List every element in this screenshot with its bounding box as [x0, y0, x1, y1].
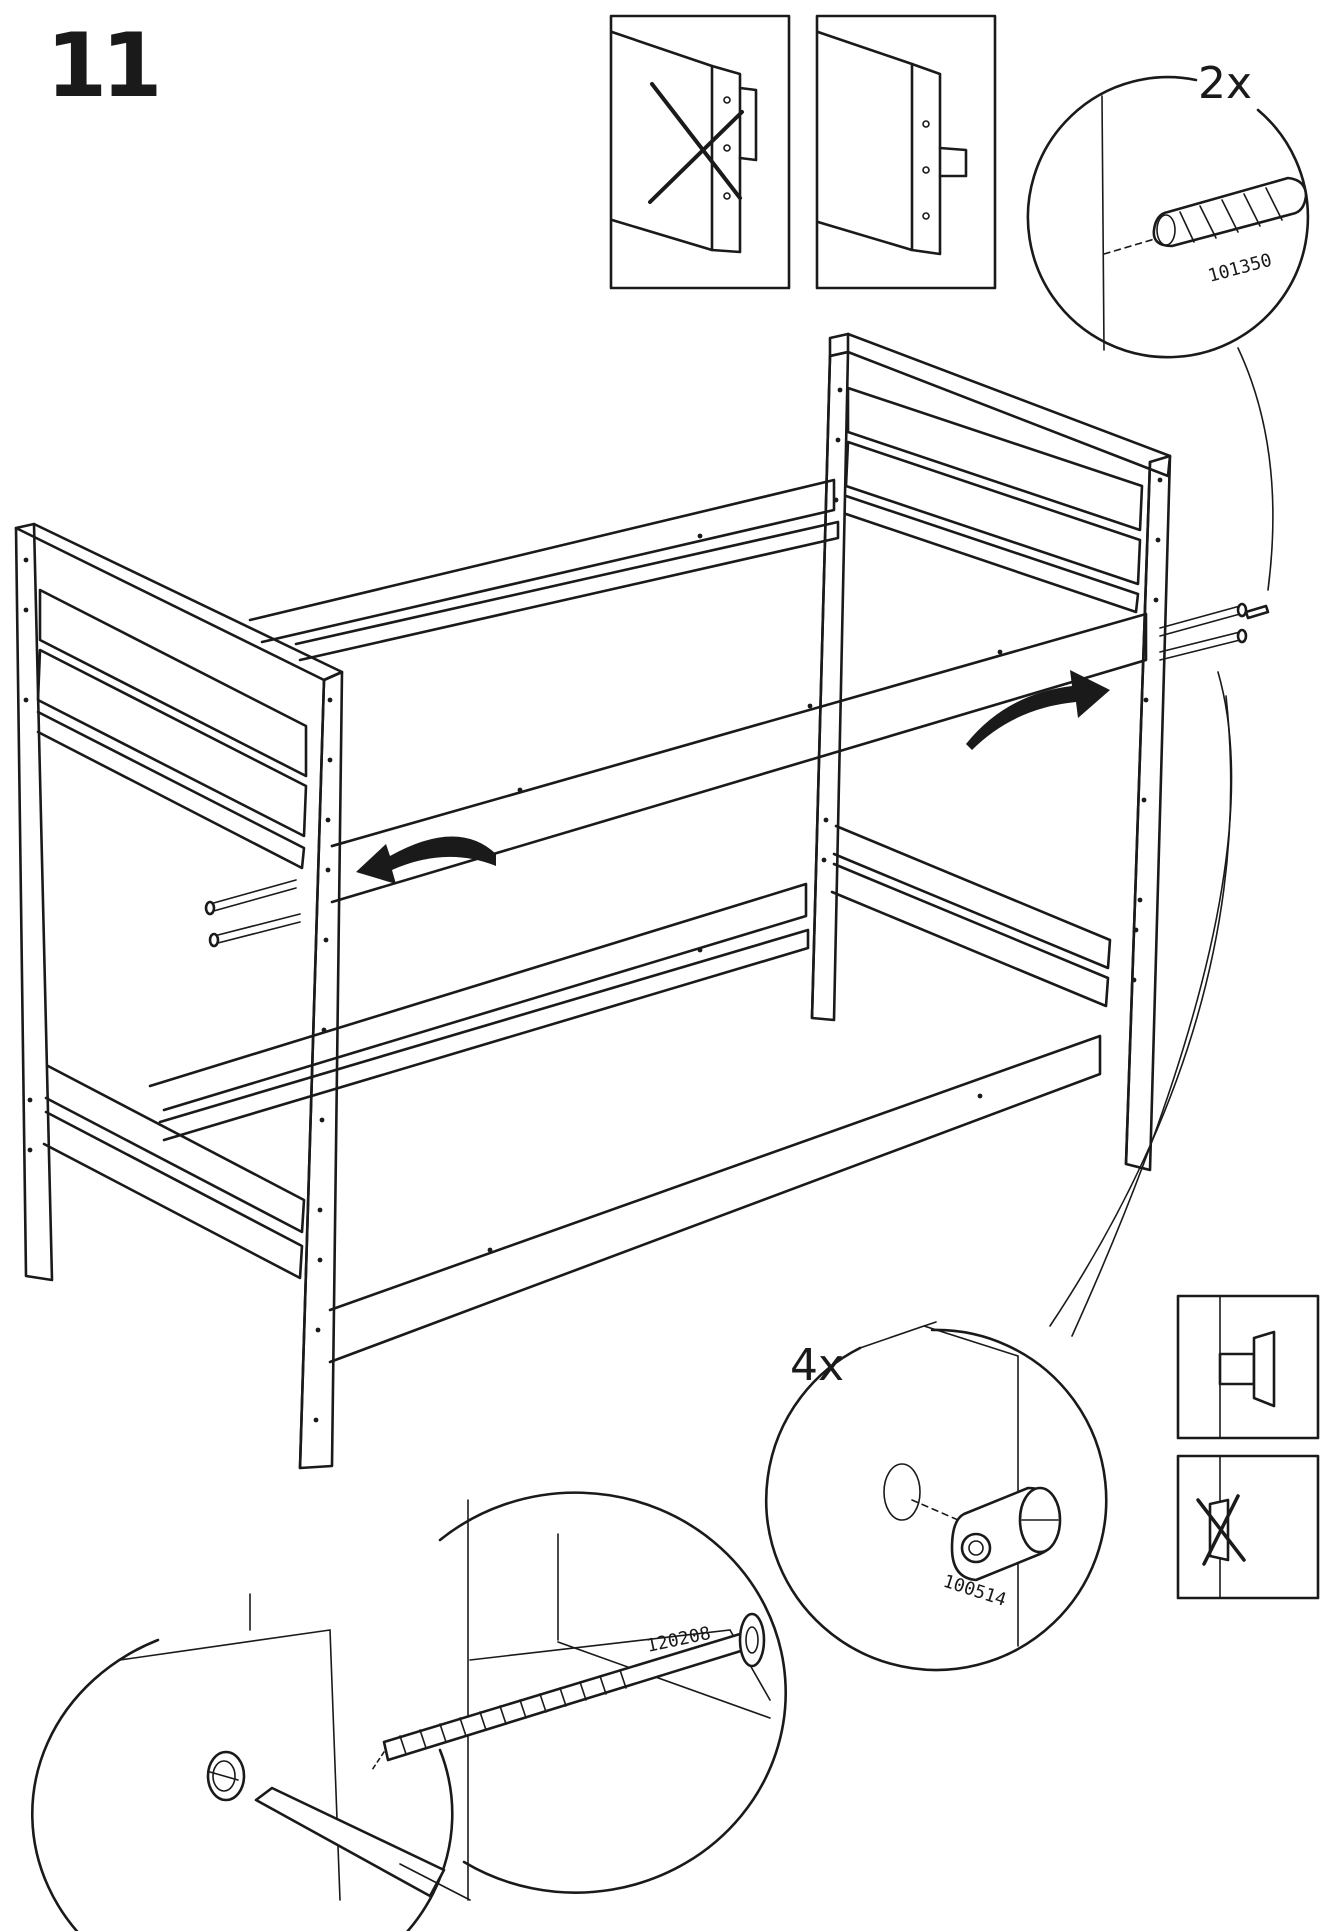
leader-line	[1049, 695, 1232, 1327]
screwdriver-callout	[30, 1593, 471, 1931]
curved-arrow-left-icon	[356, 836, 496, 884]
barrel-nut-quantity: 4x	[790, 1340, 844, 1391]
slotted-screw-head-icon	[206, 1750, 246, 1802]
cross-icon	[1196, 1494, 1246, 1566]
post-holes	[23, 387, 1163, 1423]
bolt-icon	[382, 1612, 766, 1762]
bolt-icon	[1159, 602, 1270, 661]
screwdriver-icon	[254, 1786, 471, 1901]
bolt-icon	[204, 879, 301, 948]
barrel-nut-callout: 4x 100514	[764, 1321, 1108, 1672]
hint-box-correct	[815, 14, 997, 290]
barrel-nut-icon	[950, 1486, 1062, 1582]
bunk-bed-frame	[14, 332, 1270, 1470]
hint-box-side-correct	[1176, 1294, 1320, 1440]
hint-box-wrong	[609, 14, 791, 290]
hint-box-side-wrong	[1176, 1454, 1320, 1600]
wooden-dowel-icon	[1152, 176, 1308, 248]
bolt-callout: 120208	[371, 1491, 787, 1901]
dowel-callout: 2x 101350	[1026, 58, 1310, 591]
dowel-part-number: 101350	[1206, 250, 1274, 287]
cross-icon	[648, 82, 744, 204]
leader-line	[1071, 671, 1233, 1337]
step-number: 11	[46, 14, 162, 117]
curved-arrow-right-icon	[966, 670, 1110, 750]
dowel-quantity: 2x	[1198, 58, 1252, 109]
